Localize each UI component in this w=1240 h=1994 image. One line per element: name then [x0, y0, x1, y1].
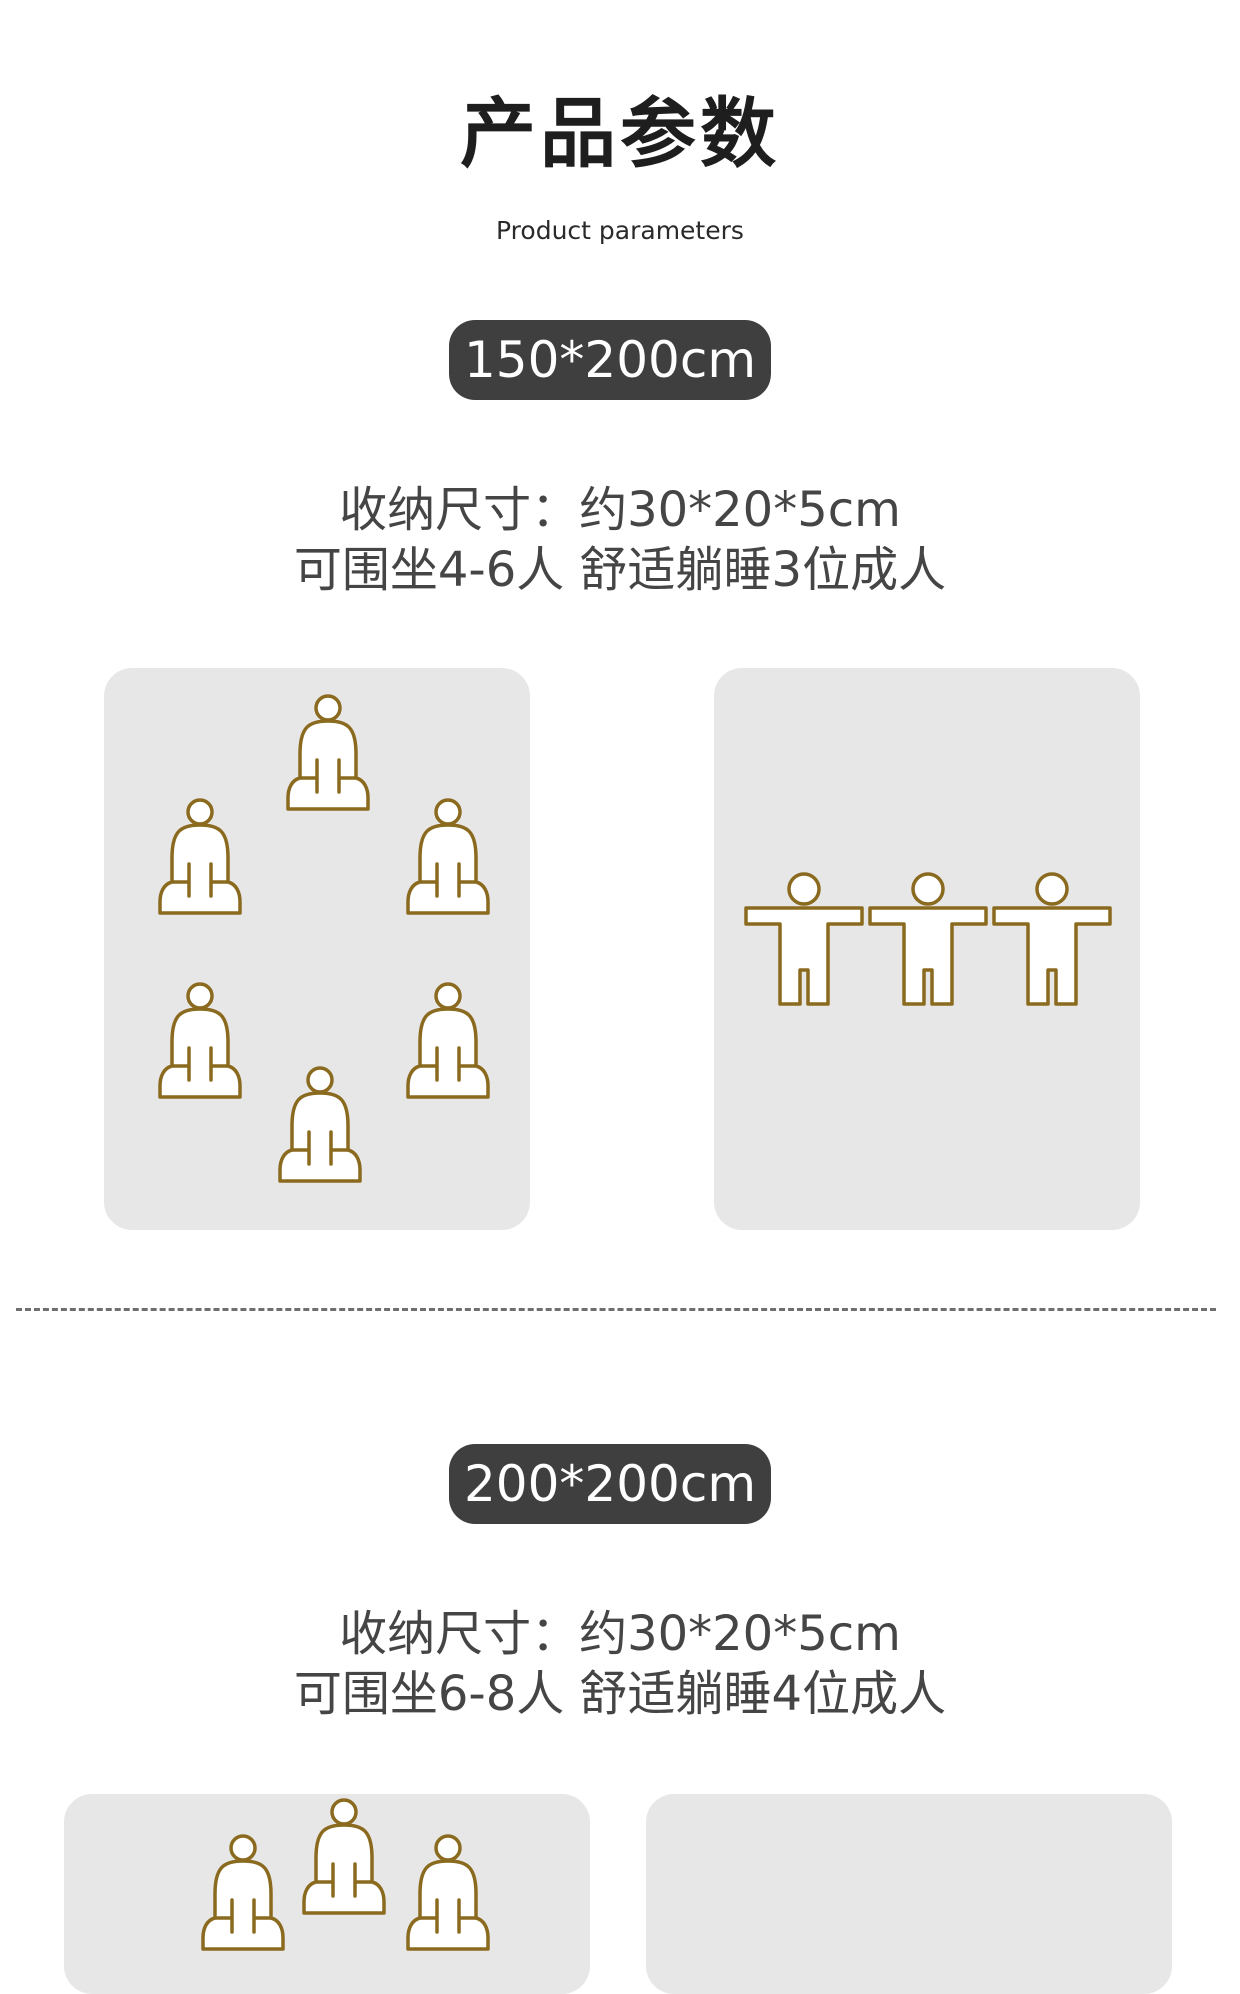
size-badge-200x200: 200*200cm	[449, 1444, 771, 1524]
storage-size-text: 收纳尺寸：约30*20*5cm	[339, 482, 901, 538]
sitting-capacity-card	[104, 668, 530, 1230]
page-subtitle: Product parameters	[496, 216, 744, 245]
seated-person-icon	[406, 1834, 490, 1951]
size-badge-150x200: 150*200cm	[449, 320, 771, 400]
seated-person-icon	[278, 1066, 362, 1183]
seated-person-icon	[302, 1798, 386, 1915]
standing-person-arms-out-icon	[868, 872, 988, 1006]
sitting-capacity-card	[64, 1794, 590, 1994]
seated-person-icon	[406, 982, 490, 1099]
storage-size-text: 收纳尺寸：约30*20*5cm	[339, 1606, 901, 1662]
capacity-text: 可围坐4-6人 舒适躺睡3位成人	[293, 542, 947, 598]
page-title: 产品参数	[460, 89, 780, 178]
seated-person-icon	[406, 798, 490, 915]
seated-person-icon	[286, 694, 370, 811]
lying-capacity-card	[646, 1794, 1172, 1994]
section-divider	[16, 1308, 1216, 1311]
seated-person-icon	[158, 798, 242, 915]
standing-person-arms-out-icon	[744, 872, 864, 1006]
seated-person-icon	[201, 1834, 285, 1951]
seated-person-icon	[158, 982, 242, 1099]
lying-capacity-card	[714, 668, 1140, 1230]
standing-person-arms-out-icon	[992, 872, 1112, 1006]
capacity-text: 可围坐6-8人 舒适躺睡4位成人	[293, 1666, 947, 1722]
